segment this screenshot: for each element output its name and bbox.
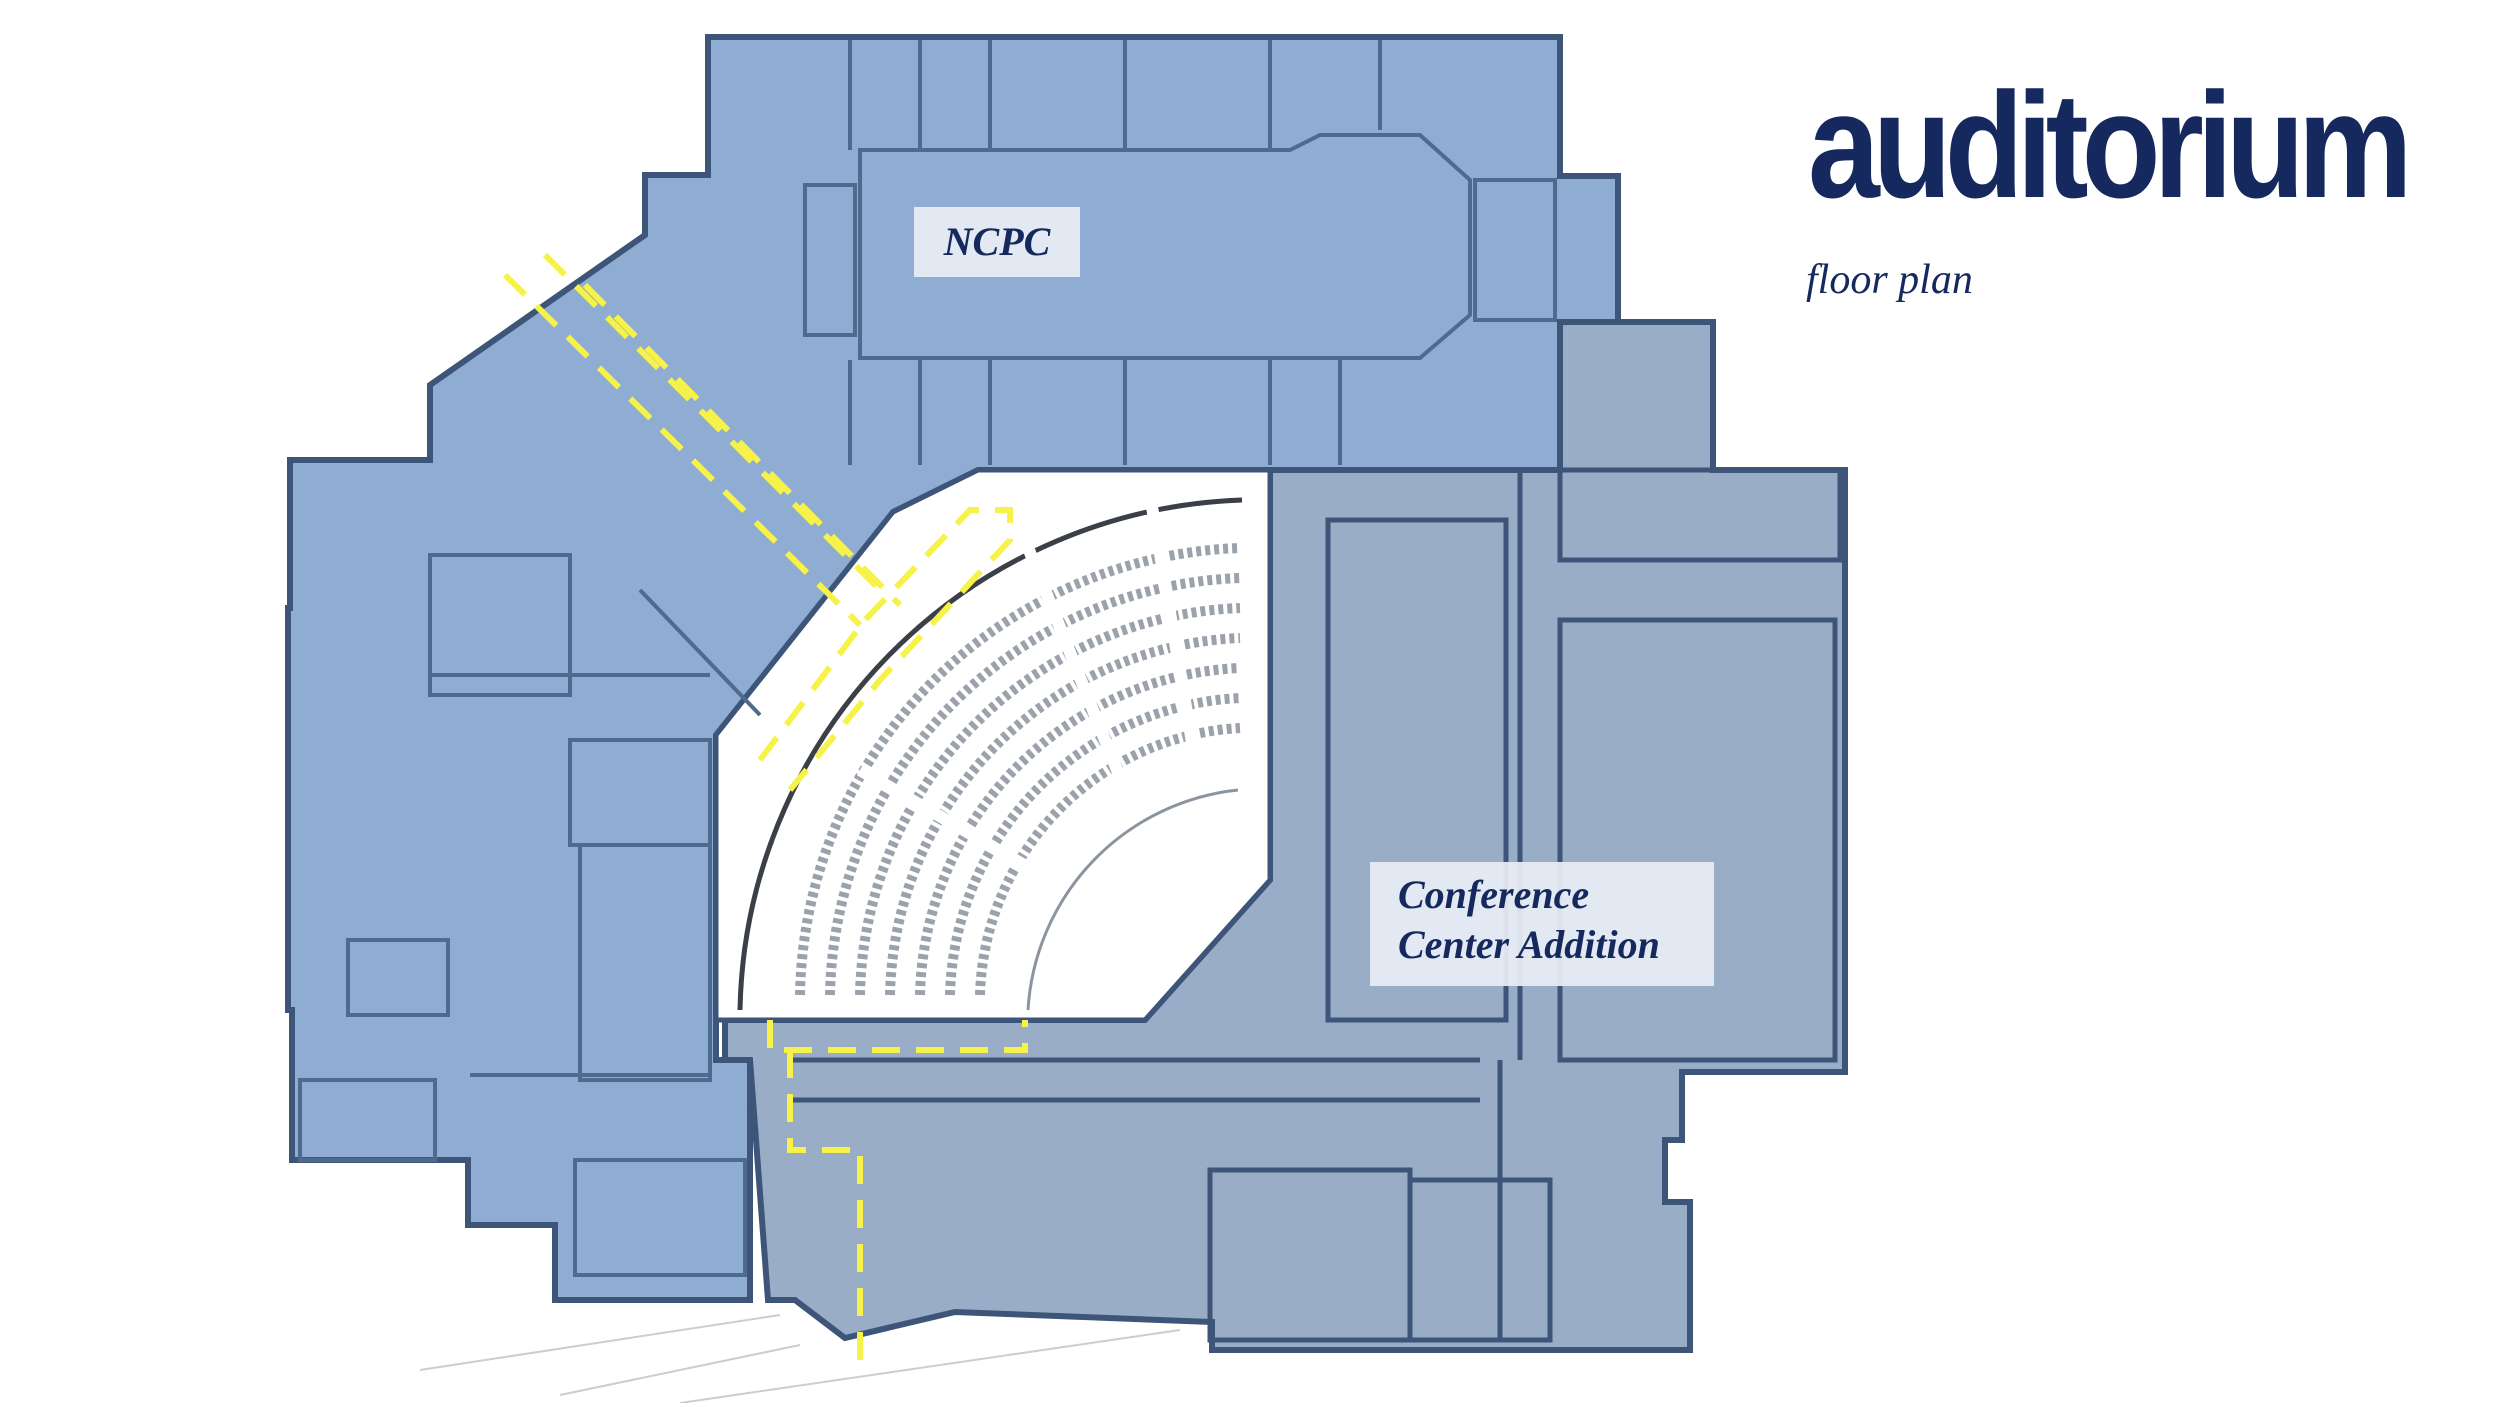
- conference-label-line1: Conference: [1398, 872, 1590, 917]
- conference-center-label: Conference Center Addition: [1370, 862, 1714, 986]
- ncpc-label: NCPC: [914, 207, 1080, 277]
- page-subtitle: floor plan: [1806, 257, 1973, 303]
- seating-aisles: [856, 493, 1201, 886]
- conference-label-line2: Center Addition: [1398, 922, 1660, 967]
- page-title: auditorium: [1808, 61, 2413, 229]
- auditorium-stage-arc: [1026, 788, 1239, 1011]
- site-lines: [419, 1314, 1181, 1403]
- auditorium-rear-arc: [737, 497, 1243, 1011]
- route-lines: [502, 252, 1028, 1368]
- ncpc-label-text: NCPC: [943, 219, 1051, 264]
- conference-room-walls: [790, 467, 1843, 1343]
- seating-rows: [795, 543, 1241, 996]
- auditorium-hall: [713, 467, 1273, 1023]
- ncpc-room-walls: [298, 40, 1557, 1277]
